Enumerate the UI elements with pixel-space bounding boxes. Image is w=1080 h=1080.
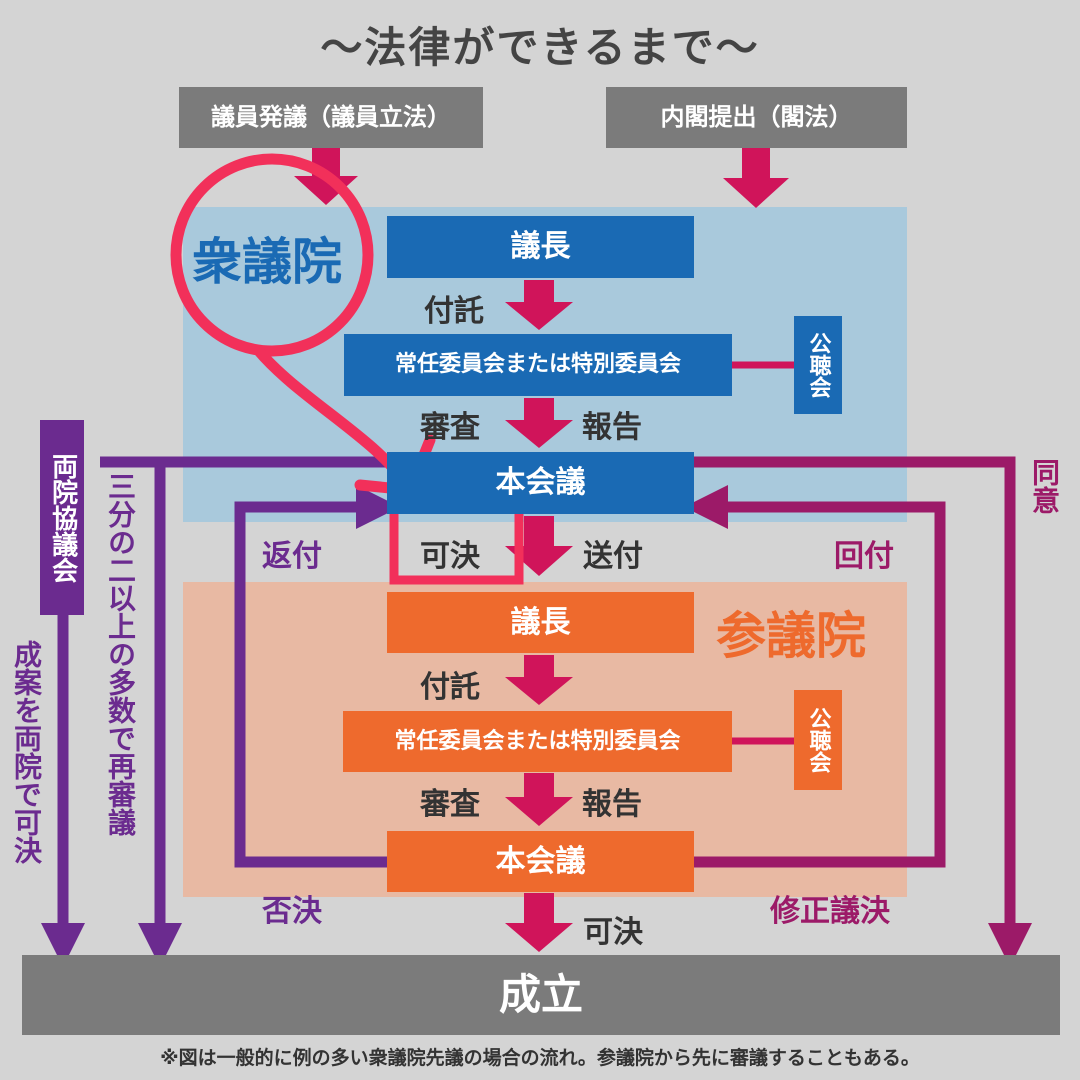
sangiin-report-label: 報告 — [582, 787, 642, 822]
send-label: 送付 — [583, 539, 643, 574]
return-path — [234, 485, 400, 868]
shugiin-hearing-box: 公聴会 — [794, 316, 842, 414]
rejected-label: 否決 — [262, 894, 322, 929]
sangiin-review-label: 審査 — [420, 787, 480, 822]
shugiin-label: 衆議院 — [192, 233, 342, 291]
return-label: 返付 — [262, 539, 322, 574]
highlight-circle — [170, 153, 374, 357]
shugiin-report-label: 報告 — [582, 410, 642, 445]
two-thirds-label: 三分の二以上の多数で再審議 — [104, 472, 137, 836]
arrow-committee-to-plenary-upper — [505, 773, 573, 826]
shugiin-plenary-box: 本会議 — [387, 452, 694, 514]
arrow-speaker-to-committee-lower — [505, 280, 573, 330]
member-bill-box: 議員発議（議員立法） — [179, 87, 483, 148]
sangiin-speaker-box: 議長 — [387, 592, 694, 653]
agree-path — [694, 456, 1032, 967]
amended-label: 修正議決 — [770, 894, 890, 929]
arrow-speaker-to-committee-upper — [505, 655, 573, 705]
sangiin-hearing-box: 公聴会 — [794, 690, 842, 790]
joint-passed-label: 成案を両院で可決 — [10, 640, 43, 864]
cabinet-bill-box: 内閣提出（閣法） — [606, 87, 907, 148]
sent-back-label: 回付 — [834, 539, 894, 574]
passed-lower-label: 可決 — [420, 539, 480, 574]
sangiin-committee-box: 常任委員会または特別委員会 — [343, 711, 732, 772]
result-box: 成立 — [22, 955, 1060, 1035]
arrow-upper-to-result — [505, 893, 573, 952]
sangiin-refer-label: 付託 — [420, 670, 480, 705]
shugiin-committee-box: 常任委員会または特別委員会 — [344, 334, 732, 396]
arrow-cabinet-to-speaker — [723, 148, 789, 208]
sangiin-label: 参議院 — [716, 607, 866, 665]
sangiin-plenary-box: 本会議 — [387, 831, 694, 892]
agree-label: 同意 — [1028, 458, 1061, 514]
shugiin-speaker-box: 議長 — [387, 216, 694, 278]
shugiin-refer-label: 付託 — [424, 294, 484, 329]
page-title: ～法律ができるまで～ — [320, 23, 760, 72]
footnote: ※図は一般的に例の多い衆議院先議の場合の流れ。参議院から先に審議することもある。 — [160, 1047, 920, 1069]
sent-back-path — [684, 485, 946, 868]
shugiin-review-label: 審査 — [420, 410, 480, 445]
passed-upper-label: 可決 — [583, 915, 643, 950]
joint-committee-box: 両院協議会 — [40, 420, 84, 615]
arrow-committee-to-plenary-lower — [505, 398, 573, 448]
